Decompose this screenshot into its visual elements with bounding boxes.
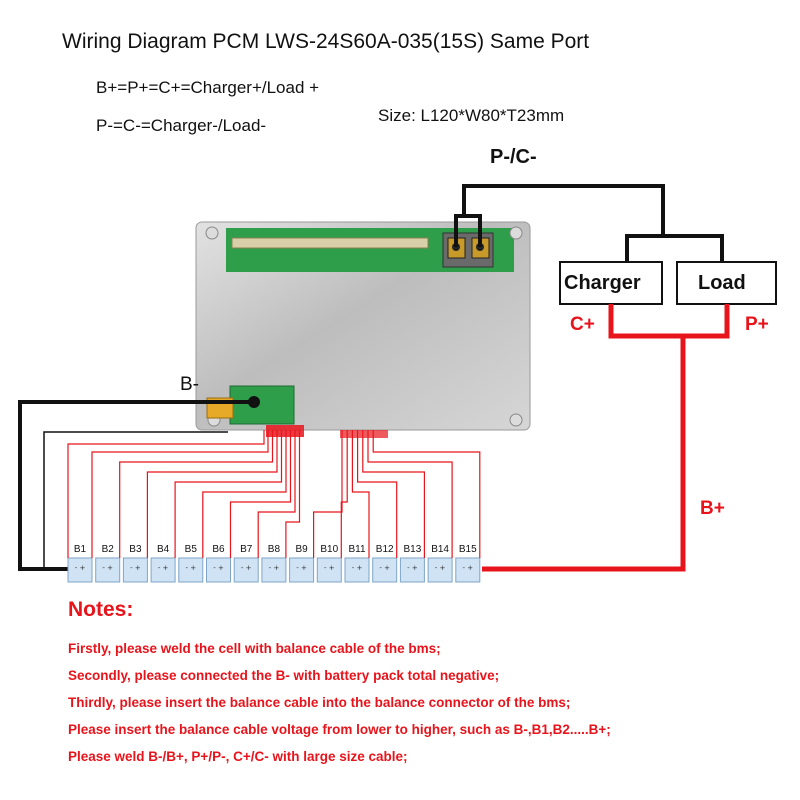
cell-polarity: - + bbox=[324, 564, 335, 572]
p-plus-label: P+ bbox=[745, 314, 769, 335]
cell-polarity: - + bbox=[296, 564, 307, 572]
cell-label: B11 bbox=[348, 544, 365, 555]
cell-polarity: - + bbox=[213, 564, 224, 572]
balance-wire bbox=[119, 430, 274, 558]
battery-cell: - + B7 bbox=[233, 544, 259, 583]
cell-label: B10 bbox=[320, 544, 338, 555]
balance-wire bbox=[146, 430, 278, 558]
charger-label: Charger bbox=[564, 272, 641, 294]
cell-polarity: - + bbox=[379, 564, 390, 572]
battery-cell: - + B11 bbox=[344, 544, 370, 583]
load-label: Load bbox=[698, 272, 746, 294]
balance-wire bbox=[351, 430, 370, 558]
cell-polarity: - + bbox=[241, 564, 252, 572]
cell-polarity: - + bbox=[102, 564, 113, 572]
cell-label: B7 bbox=[240, 544, 253, 555]
positive-equivalence: B+=P+=C+=Charger+/Load + bbox=[96, 78, 320, 97]
screw-hole bbox=[509, 413, 523, 427]
note-item: Secondly, please connected the B- with b… bbox=[68, 668, 500, 683]
note-item: Thirdly, please insert the balance cable… bbox=[68, 695, 571, 710]
b-minus-pcb-tab bbox=[229, 385, 295, 425]
balance-wire bbox=[357, 430, 398, 558]
cell-label: B1 bbox=[74, 544, 87, 555]
cell-label: B15 bbox=[459, 544, 477, 555]
cell-polarity: - + bbox=[158, 564, 169, 572]
cell-label: B14 bbox=[431, 544, 449, 555]
balance-connector bbox=[231, 237, 429, 249]
bms-board bbox=[195, 221, 531, 438]
battery-cell: - + B6 bbox=[206, 544, 231, 583]
page-title: Wiring Diagram PCM LWS-24S60A-035(15S) S… bbox=[62, 30, 590, 53]
battery-cells: - + B1 - + B2 - + B3 - + B4 - + B5 - + B6 - + B7 - + B8… bbox=[67, 544, 481, 583]
charger-box bbox=[559, 261, 663, 305]
balance-wire bbox=[340, 430, 348, 558]
balance-wire bbox=[91, 430, 269, 558]
b-minus-sense-wire bbox=[43, 431, 228, 569]
balance-wires bbox=[67, 430, 481, 558]
cell-polarity: - + bbox=[75, 564, 86, 572]
notes-title: Notes: bbox=[68, 598, 134, 621]
balance-wire bbox=[174, 430, 283, 558]
battery-cell: - + B13 bbox=[399, 544, 425, 583]
screw-hole bbox=[509, 226, 523, 240]
balance-wire bbox=[229, 430, 292, 558]
battery-cell: - + B12 bbox=[372, 544, 398, 583]
battery-cell: - + B4 bbox=[150, 544, 176, 583]
balance-wire bbox=[367, 430, 453, 558]
cell-label: B5 bbox=[185, 544, 198, 555]
cell-label: B12 bbox=[376, 544, 394, 555]
c-plus-label: C+ bbox=[570, 314, 595, 335]
battery-cell: - + B15 bbox=[455, 544, 481, 583]
cell-label: B13 bbox=[404, 544, 422, 555]
cell-label: B4 bbox=[157, 544, 170, 555]
balance-wire bbox=[313, 430, 343, 558]
positive-output-wires bbox=[482, 304, 730, 572]
cell-polarity: - + bbox=[269, 564, 280, 572]
cell-label: B6 bbox=[212, 544, 225, 555]
b-minus-label: B- bbox=[180, 374, 199, 395]
balance-wire bbox=[362, 430, 425, 558]
balance-wire bbox=[202, 430, 287, 558]
cell-label: B9 bbox=[295, 544, 308, 555]
load-box bbox=[676, 261, 777, 305]
board-size: Size: L120*W80*T23mm bbox=[378, 106, 565, 125]
battery-cell: - + B1 bbox=[67, 544, 93, 583]
negative-output-wires bbox=[454, 184, 724, 262]
battery-cell: - + B3 bbox=[122, 544, 148, 583]
battery-cell: - + B8 bbox=[261, 544, 287, 583]
cell-polarity: - + bbox=[130, 564, 141, 572]
balance-wire bbox=[285, 430, 301, 558]
note-item: Please weld B-/B+, P+/P-, C+/C- with lar… bbox=[68, 749, 408, 764]
cell-polarity: - + bbox=[352, 564, 363, 572]
cell-label: B8 bbox=[268, 544, 281, 555]
balance-wire-b-minus bbox=[67, 430, 265, 558]
note-item: Firstly, please weld the cell with balan… bbox=[68, 641, 441, 656]
screw-hole bbox=[205, 226, 219, 240]
battery-cell: - + B10 bbox=[316, 544, 342, 583]
cell-polarity: - + bbox=[462, 564, 473, 572]
b-plus-label: B+ bbox=[700, 498, 725, 519]
note-item: Please insert the balance cable voltage … bbox=[68, 722, 611, 737]
balance-wire bbox=[372, 430, 481, 558]
battery-cell: - + B14 bbox=[427, 544, 453, 583]
cell-polarity: - + bbox=[185, 564, 196, 572]
cell-label: B2 bbox=[102, 544, 115, 555]
p-minus-c-minus-label: P-/C- bbox=[490, 146, 537, 168]
cell-polarity: - + bbox=[407, 564, 418, 572]
cell-polarity: - + bbox=[435, 564, 446, 572]
negative-equivalence: P-=C-=Charger-/Load- bbox=[96, 116, 267, 135]
balance-wire bbox=[257, 430, 296, 558]
battery-cell: - + B2 bbox=[95, 544, 121, 583]
cell-label: B3 bbox=[129, 544, 142, 555]
battery-cell: - + B9 bbox=[289, 544, 315, 583]
battery-cell: - + B5 bbox=[178, 544, 204, 583]
